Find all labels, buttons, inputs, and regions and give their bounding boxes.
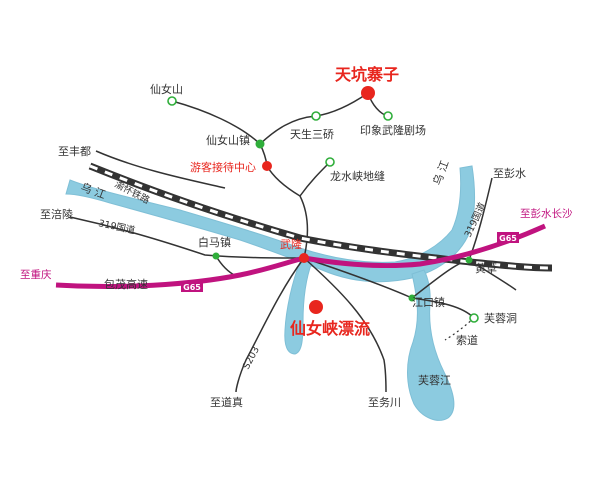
label-jiangkou: 江口镇 bbox=[412, 295, 445, 309]
road-g319-west bbox=[69, 216, 305, 259]
label-tiansheng: 天生三硚 bbox=[290, 127, 334, 141]
label-xiannvshan-town: 仙女山镇 bbox=[206, 133, 250, 147]
label-longshuixia: 龙水峡地缝 bbox=[330, 169, 385, 183]
svg-text:G65: G65 bbox=[183, 283, 201, 292]
railway bbox=[88, 162, 553, 272]
label-wujiang-east: 乌 江 bbox=[430, 158, 452, 187]
label-tiankeng: 天坑寨子 bbox=[335, 65, 399, 84]
road-g319-east bbox=[303, 177, 493, 299]
road-s203 bbox=[235, 257, 305, 393]
label-to-pengshui: 至彭水 bbox=[493, 166, 526, 180]
label-to-fengdu: 至丰都 bbox=[58, 145, 91, 158]
node-xiannvxia bbox=[309, 300, 323, 314]
node-tiankeng bbox=[361, 86, 375, 100]
road-fengdu bbox=[95, 150, 226, 189]
label-furongjiang: 芙蓉江 bbox=[418, 373, 451, 387]
label-suodao: 索道 bbox=[456, 333, 478, 347]
node-visitor-center bbox=[262, 161, 272, 171]
node-xiannvshan-town bbox=[255, 139, 265, 149]
railway-dashes bbox=[89, 164, 553, 270]
label-baima: 白马镇 bbox=[198, 235, 231, 249]
furongjiang-river bbox=[407, 269, 455, 421]
label-xiannvshan: 仙女山 bbox=[150, 82, 183, 96]
node-yinxiang bbox=[383, 111, 393, 121]
g65-shield-west: G65 bbox=[181, 281, 203, 292]
label-huangcao: 黄草 bbox=[475, 261, 497, 275]
label-visitor-center: 游客接待中心 bbox=[190, 160, 256, 174]
node-xiannvshan bbox=[167, 96, 177, 106]
wujiang-river-south-branch bbox=[284, 261, 313, 355]
label-to-wuchuan: 至务川 bbox=[368, 396, 401, 409]
node-wulong bbox=[299, 253, 309, 263]
label-s203: S203 bbox=[241, 345, 262, 372]
red-nodes bbox=[262, 86, 375, 314]
green-nodes bbox=[167, 96, 479, 323]
wujiang-river bbox=[65, 165, 476, 283]
node-huangcao bbox=[465, 256, 473, 264]
node-furongdong bbox=[469, 313, 479, 323]
node-tiansheng bbox=[311, 111, 321, 121]
label-to-chongqing: 至重庆 bbox=[20, 268, 52, 281]
label-to-pengshui-changsha: 至彭水长沙 bbox=[520, 207, 573, 220]
label-furongdong: 芙蓉洞 bbox=[484, 311, 517, 325]
label-g319-west: 319国道 bbox=[97, 217, 136, 237]
road-wuchuan bbox=[303, 257, 387, 393]
label-wulong: 武隆 bbox=[280, 237, 302, 251]
road-xns-tiansheng bbox=[259, 115, 317, 145]
svg-text:G65: G65 bbox=[499, 234, 517, 243]
label-xiannvxia: 仙女峡漂流 bbox=[290, 319, 370, 338]
road-baima-link bbox=[215, 255, 237, 277]
node-longshuixia bbox=[325, 157, 335, 167]
rivers bbox=[65, 165, 476, 421]
road-visitor-wulong bbox=[299, 195, 309, 259]
g65-shield-east: G65 bbox=[497, 232, 519, 243]
node-baima bbox=[212, 252, 220, 260]
node-jiangkou bbox=[408, 294, 416, 302]
road-tiansheng-tiankeng bbox=[315, 91, 389, 117]
label-baomao: 包茂高速 bbox=[104, 277, 148, 291]
label-to-daozhen: 至道真 bbox=[210, 395, 243, 409]
road-visitor-longshui bbox=[266, 161, 331, 197]
label-to-fuling: 至涪陵 bbox=[40, 207, 73, 221]
road-xiannvshan bbox=[171, 100, 261, 145]
label-yinxiang: 印象武隆剧场 bbox=[360, 123, 426, 137]
